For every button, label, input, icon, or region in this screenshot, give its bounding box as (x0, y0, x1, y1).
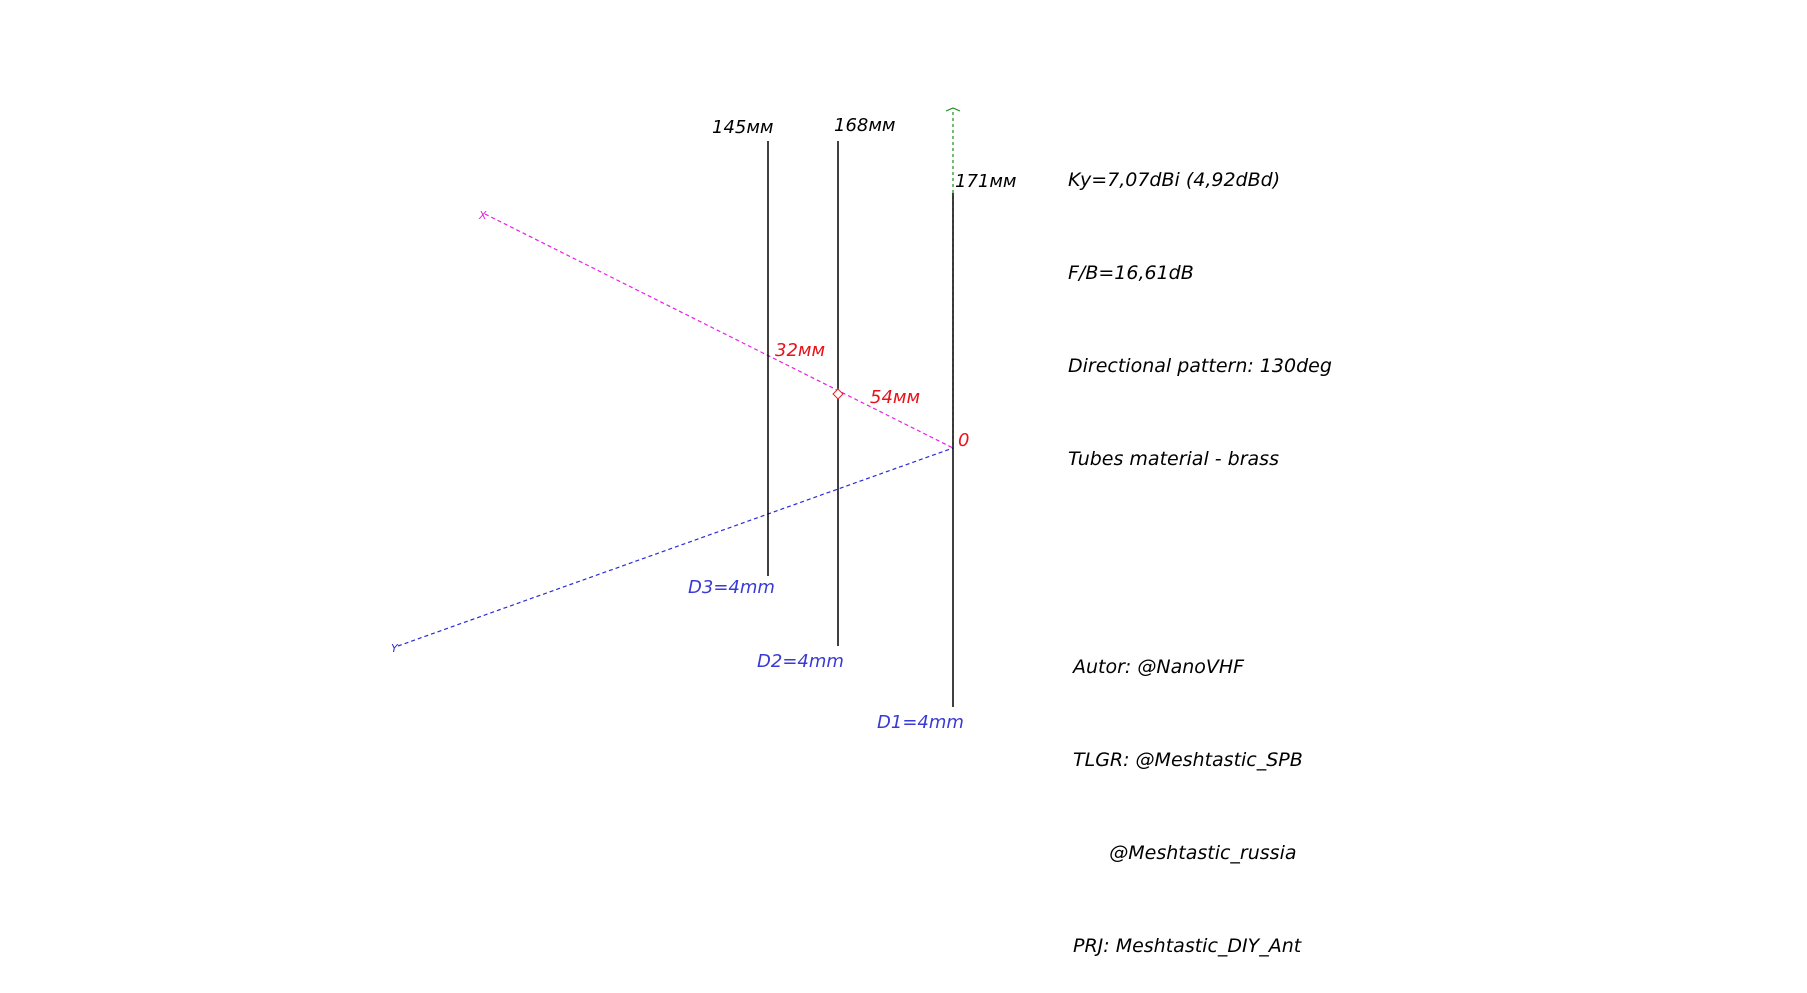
element-2-diameter: D2=4mm (757, 651, 844, 672)
material-text: Tubes material - brass (1068, 448, 1279, 470)
pattern-text: Directional pattern: 130deg (1068, 355, 1332, 377)
gain-text: Ky=7,07dBi (4,92dBd) (1068, 169, 1281, 191)
element-2-length: 168мм (834, 115, 896, 136)
specs-block: Ky=7,07dBi (4,92dBd) F/B=16,61dB Directi… (1068, 103, 1332, 506)
spacing-54-label: 54мм (870, 387, 920, 408)
y-axis-line (397, 447, 954, 647)
telegram-text-1: TLGR: @Meshtastic_SPB (1073, 749, 1303, 771)
element-1-length: 171мм (955, 171, 1017, 192)
spacing-32-label: 32мм (775, 340, 825, 361)
element-1-diameter: D1=4mm (877, 712, 964, 733)
telegram-text-2: @Meshtastic_russia (1073, 842, 1297, 864)
credits-block: Autor: @NanoVHF TLGR: @Meshtastic_SPB @M… (1073, 590, 1303, 993)
feed-point-marker (832, 388, 844, 400)
x-axis-line (484, 213, 954, 449)
element-3-length: 145мм (712, 117, 774, 138)
antenna-diagram: X Y 145мм 168мм 171мм 32мм 54мм 0 D3=4mm… (391, 107, 1017, 733)
front-to-back-text: F/B=16,61dB (1068, 262, 1194, 284)
z-axis-arrow-icon (945, 107, 961, 112)
origin-label: 0 (958, 430, 969, 451)
project-text: PRJ: Meshtastic_DIY_Ant (1073, 935, 1302, 957)
element-3-diameter: D3=4mm (688, 577, 775, 598)
author-text: Autor: @NanoVHF (1073, 656, 1245, 678)
y-axis-label: Y (391, 642, 399, 655)
x-axis-label: X (478, 209, 487, 222)
